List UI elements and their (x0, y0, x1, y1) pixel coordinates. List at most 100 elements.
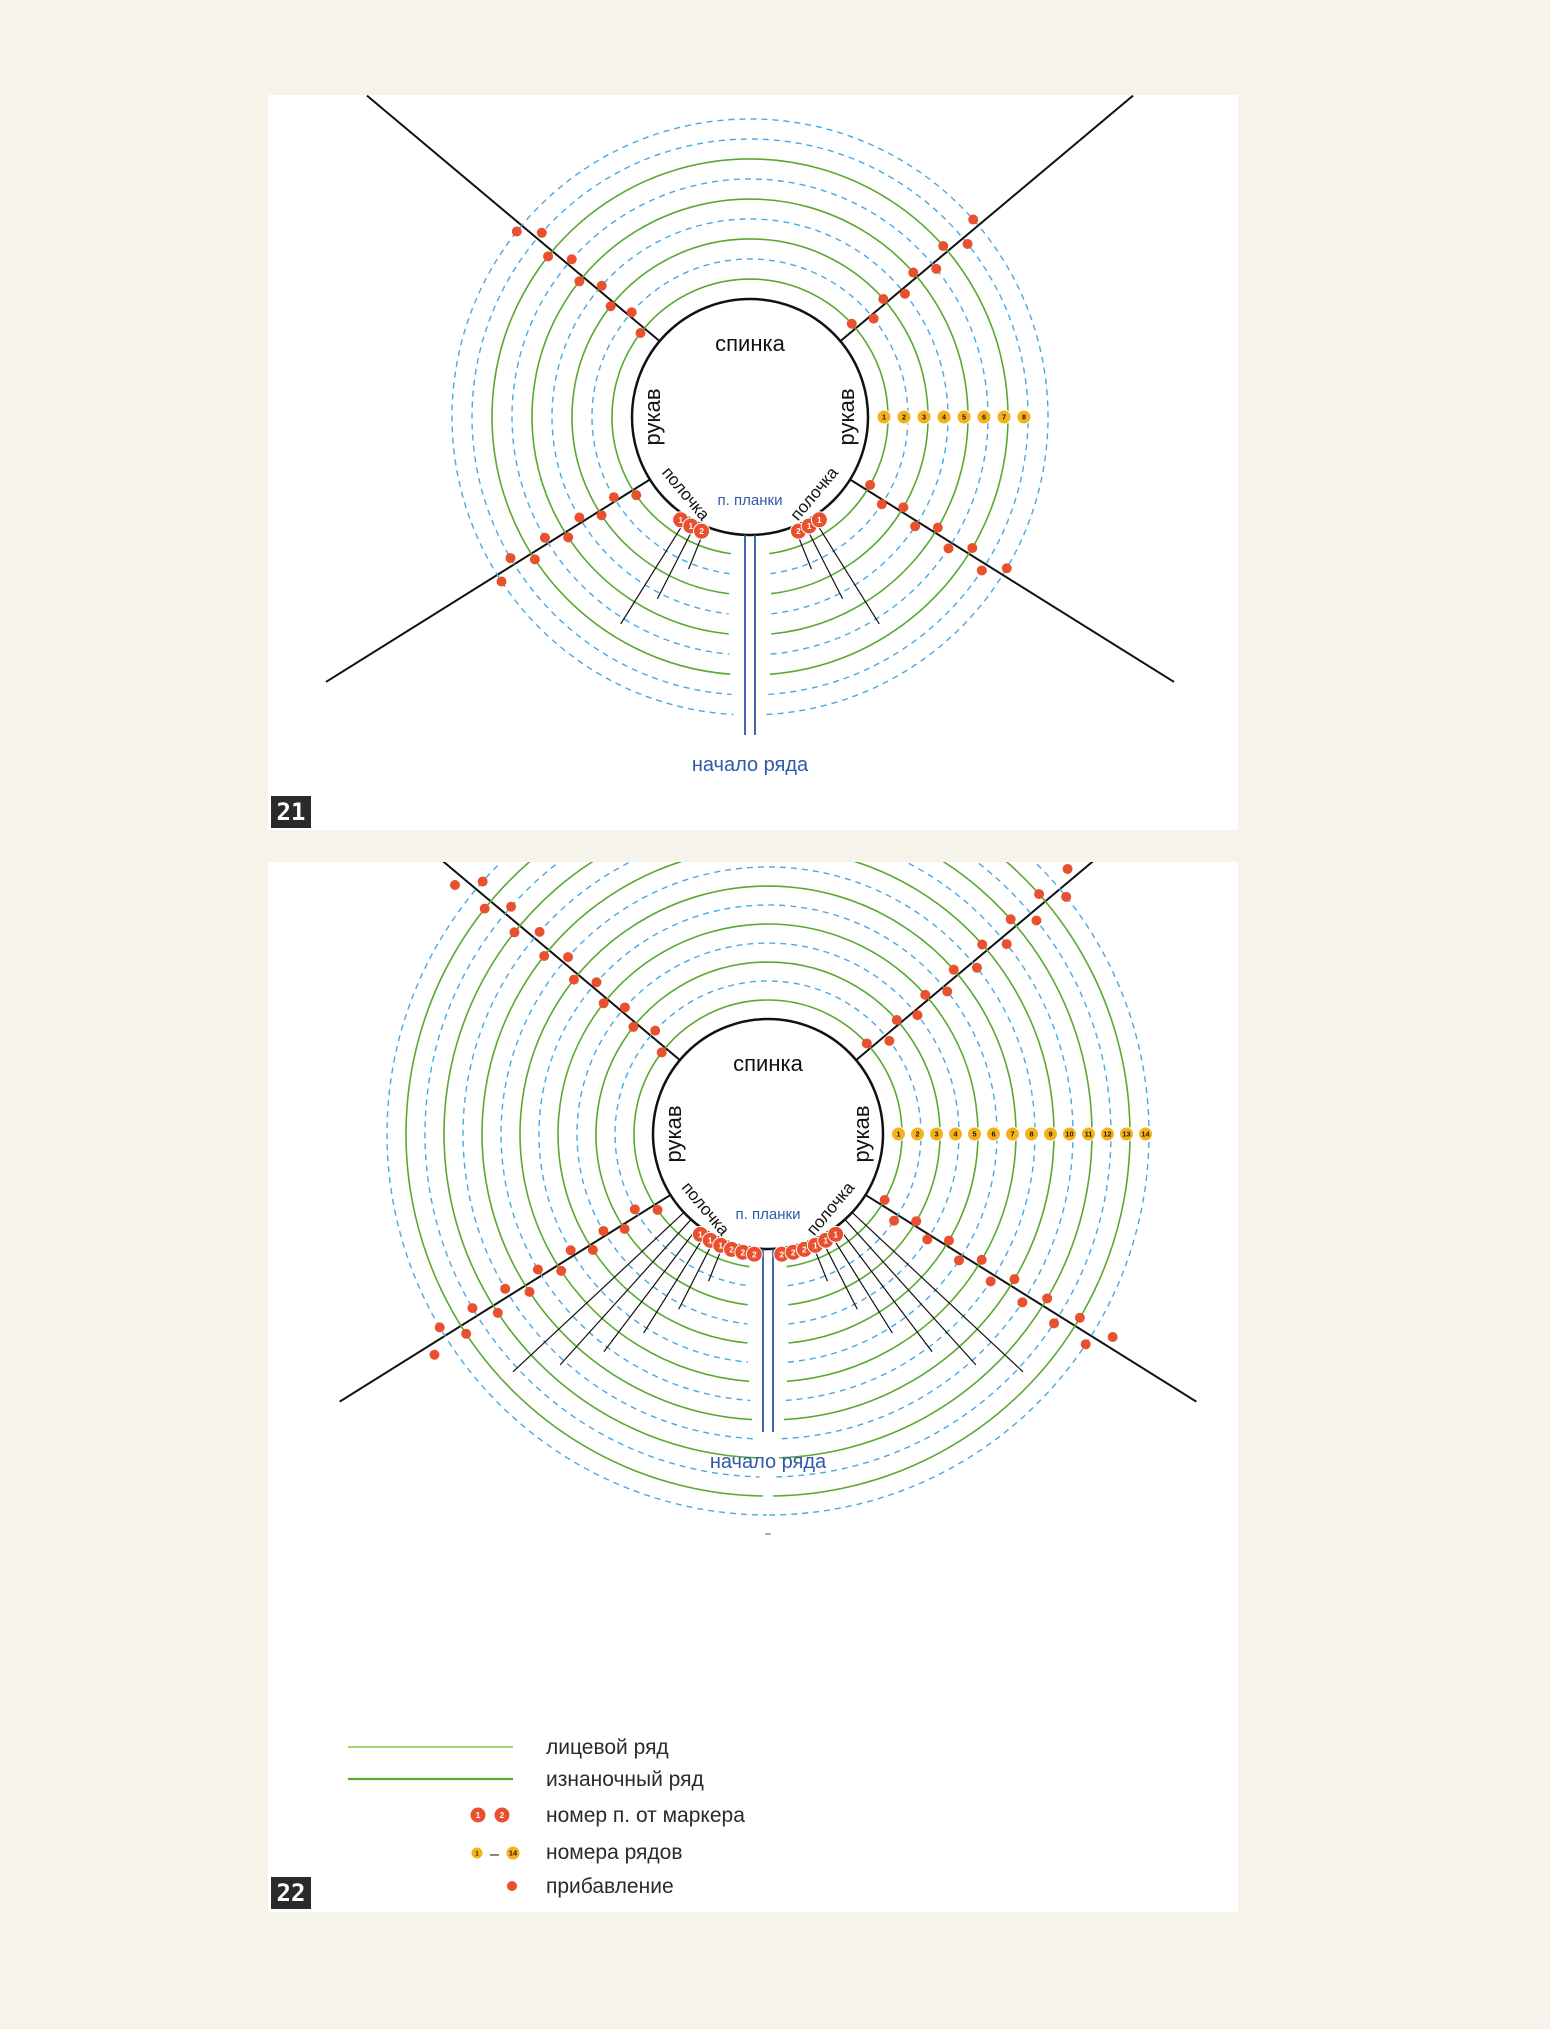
short-row-line (620, 516, 688, 625)
increase-dot (619, 1223, 630, 1234)
row-number-badge: 4 (936, 409, 952, 425)
row-start-label: начало ряда (710, 1451, 827, 1473)
placket-label: п. планки (718, 492, 783, 509)
increase-dot (574, 512, 585, 523)
row-number-badge: 5 (967, 1126, 982, 1142)
increase-dot (899, 288, 910, 299)
back-label: спинка (715, 331, 785, 356)
increase-dot (608, 492, 619, 503)
marker-number-badge-text: 1 (708, 1235, 713, 1245)
row-number-badge-circle (1024, 1126, 1039, 1142)
increase-dot (619, 1002, 630, 1013)
row-number-badge: 7 (996, 409, 1012, 425)
purl-row-dashed-ring (614, 980, 922, 1287)
increase-dot (1031, 915, 1042, 926)
increase-dot (971, 962, 982, 973)
legend-row-badge-to: 14 (505, 1845, 521, 1861)
row-number-badge: 7 (1005, 1126, 1020, 1142)
marker-number-badge-text: 2 (699, 526, 704, 536)
increase-dot (861, 1038, 872, 1049)
increase-dot (922, 1234, 933, 1245)
increase-dot (449, 879, 460, 890)
row-number-badge-text: 9 (1048, 1130, 1052, 1139)
marker-number-badge-text: 1 (698, 1229, 703, 1239)
increase-dot (635, 327, 646, 338)
row-number-badge-circle (1062, 1126, 1077, 1142)
increase-dot (477, 876, 488, 887)
marker-number-badge-text: 2 (791, 1247, 796, 1257)
row-number-badge-text: 8 (1029, 1130, 1033, 1139)
marker-number-badge-text: 1 (813, 1240, 818, 1250)
increase-dot (942, 986, 953, 997)
purl-row-dashed-ring (551, 218, 949, 615)
purl-row-dashed-ring (451, 118, 1049, 716)
row-number-badge: 13 (1119, 1126, 1134, 1142)
increase-dot (563, 952, 574, 963)
row-number-badge-text: 1 (896, 1130, 900, 1139)
increase-dot (496, 576, 507, 587)
row-number-badge-circle (936, 409, 952, 425)
short-row-line (828, 1231, 893, 1334)
increase-dot (889, 1215, 900, 1226)
increase-dot (650, 1025, 661, 1036)
row-number-badge-circle (891, 1126, 906, 1142)
knit-row-ring (557, 923, 979, 1344)
increase-dot (605, 301, 616, 312)
legend-knit-label: лицевой ряд (546, 1736, 669, 1759)
increase-dot (574, 276, 585, 287)
raglan-line (366, 95, 661, 342)
marker-number-badge-text: 1 (833, 1229, 838, 1239)
row-number-badge-text: 6 (991, 1130, 995, 1139)
increase-dot (565, 1245, 576, 1256)
purl-row-dashed-ring (591, 258, 909, 575)
increase-dot (434, 1322, 445, 1333)
increase-dot (968, 214, 979, 225)
short-row-line (836, 1225, 933, 1353)
sleeve-right-label: рукав (849, 1105, 874, 1162)
increase-dot (976, 565, 987, 576)
purl-row-dashed-ring (538, 904, 998, 1363)
increase-dot (891, 1015, 902, 1026)
increase-dot (1074, 1312, 1085, 1323)
increase-dot (1009, 1274, 1020, 1285)
increase-dot (652, 1204, 663, 1215)
increase-dot (931, 263, 942, 274)
purl-row-dashed-ring (386, 862, 1150, 1516)
short-row-line (803, 521, 844, 600)
row-number-badge-circle (1005, 1126, 1020, 1142)
marker-number-badge-text: 1 (817, 515, 822, 525)
short-row-line (812, 516, 880, 625)
marker-number-badge-text: 1 (688, 521, 693, 531)
neckline-circle (651, 1017, 885, 1251)
increase-dot (500, 1283, 511, 1294)
increase-dot (556, 1265, 567, 1276)
row-number-badge-circle (929, 1126, 944, 1142)
increase-dot (1001, 939, 1012, 950)
short-row-line (844, 1219, 977, 1366)
increase-dot (628, 1021, 639, 1032)
marker-number-badge-circle (693, 522, 711, 540)
increase-dot (962, 238, 973, 249)
increase-dot (568, 974, 579, 985)
increase-dot (631, 490, 642, 501)
row-number-badge-circle (896, 409, 912, 425)
increase-dot (596, 510, 607, 521)
increase-dot (967, 542, 978, 553)
figure-number: 21 (271, 796, 311, 828)
short-row-line (851, 1211, 1024, 1373)
row-number-badge: 4 (948, 1126, 963, 1142)
marker-number-badge-text: 1 (678, 515, 683, 525)
row-number-badge-text: 7 (1010, 1130, 1014, 1139)
purl-row-dashed-ring (511, 178, 989, 655)
row-number-badge: 3 (929, 1126, 944, 1142)
row-number-badge-circle (976, 409, 992, 425)
marker-number-badge-text: 2 (729, 1244, 734, 1254)
short-row-line (512, 1211, 685, 1373)
legend-marker-badge-a-circle (469, 1806, 487, 1824)
increase-dot (461, 1328, 472, 1339)
increase-dot (1017, 1297, 1028, 1308)
row-number-badge-text: 7 (1002, 413, 1006, 422)
legend-marker-badge-a-text: 1 (476, 1810, 481, 1820)
